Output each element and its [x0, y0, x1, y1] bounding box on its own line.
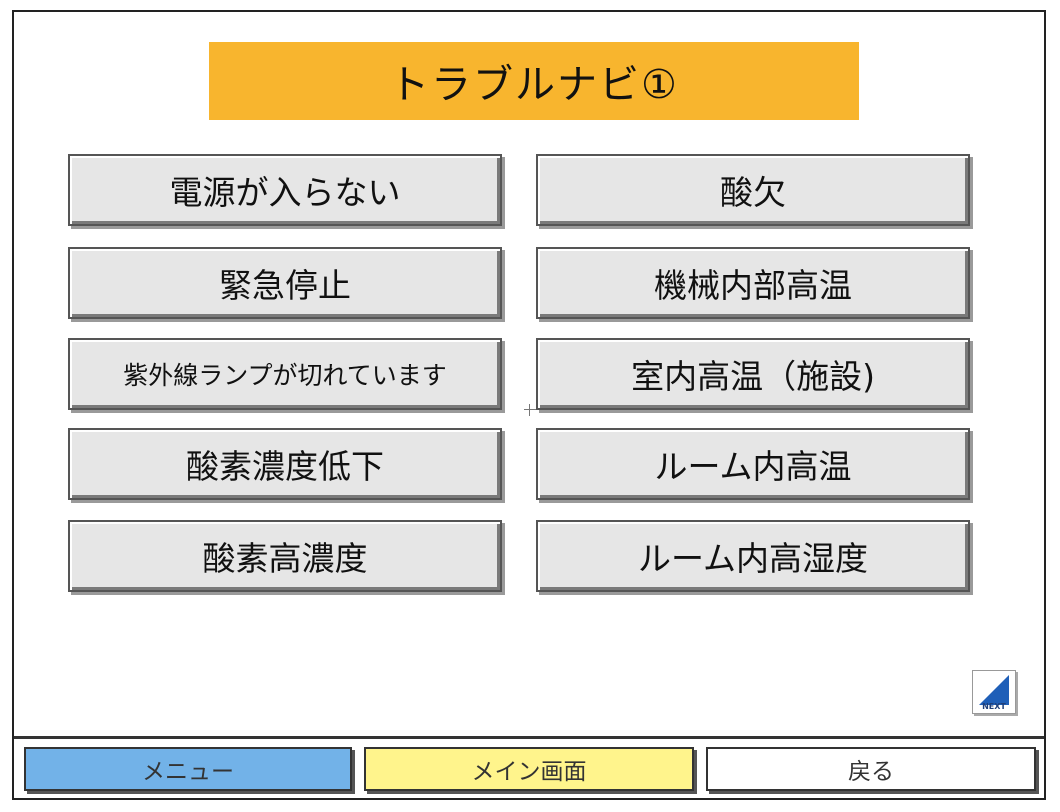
trouble-machine-internal-high-temp-button[interactable]: 機械内部高温: [536, 247, 970, 319]
next-triangle-icon: [979, 675, 1009, 705]
next-icon-label: NEXT: [982, 702, 1006, 711]
menu-button[interactable]: メニュー: [24, 747, 352, 791]
troubleshoot-screen: トラブルナビ① 電源が入らない 緊急停止 紫外線ランプが切れています 酸素濃度低…: [12, 10, 1046, 800]
trouble-emergency-stop-button[interactable]: 緊急停止: [68, 247, 502, 319]
next-page-icon[interactable]: NEXT: [972, 670, 1016, 714]
trouble-room-internal-high-temp-button[interactable]: ルーム内高温: [536, 428, 970, 500]
bottom-nav-bar: メニュー メイン画面 戻る: [14, 736, 1044, 798]
page-title: トラブルナビ①: [209, 42, 859, 120]
main-screen-button[interactable]: メイン画面: [364, 747, 694, 791]
trouble-uv-lamp-out-button[interactable]: 紫外線ランプが切れています: [68, 338, 502, 410]
back-button[interactable]: 戻る: [706, 747, 1036, 791]
trouble-no-power-button[interactable]: 電源が入らない: [68, 154, 502, 226]
trouble-oxygen-high-button[interactable]: 酸素高濃度: [68, 520, 502, 592]
trouble-oxygen-deficiency-button[interactable]: 酸欠: [536, 154, 970, 226]
trouble-room-internal-high-humidity-button[interactable]: ルーム内高湿度: [536, 520, 970, 592]
crosshair-cursor: [524, 404, 536, 416]
trouble-room-high-temp-facility-button[interactable]: 室内高温（施設): [536, 338, 970, 410]
trouble-oxygen-low-button[interactable]: 酸素濃度低下: [68, 428, 502, 500]
